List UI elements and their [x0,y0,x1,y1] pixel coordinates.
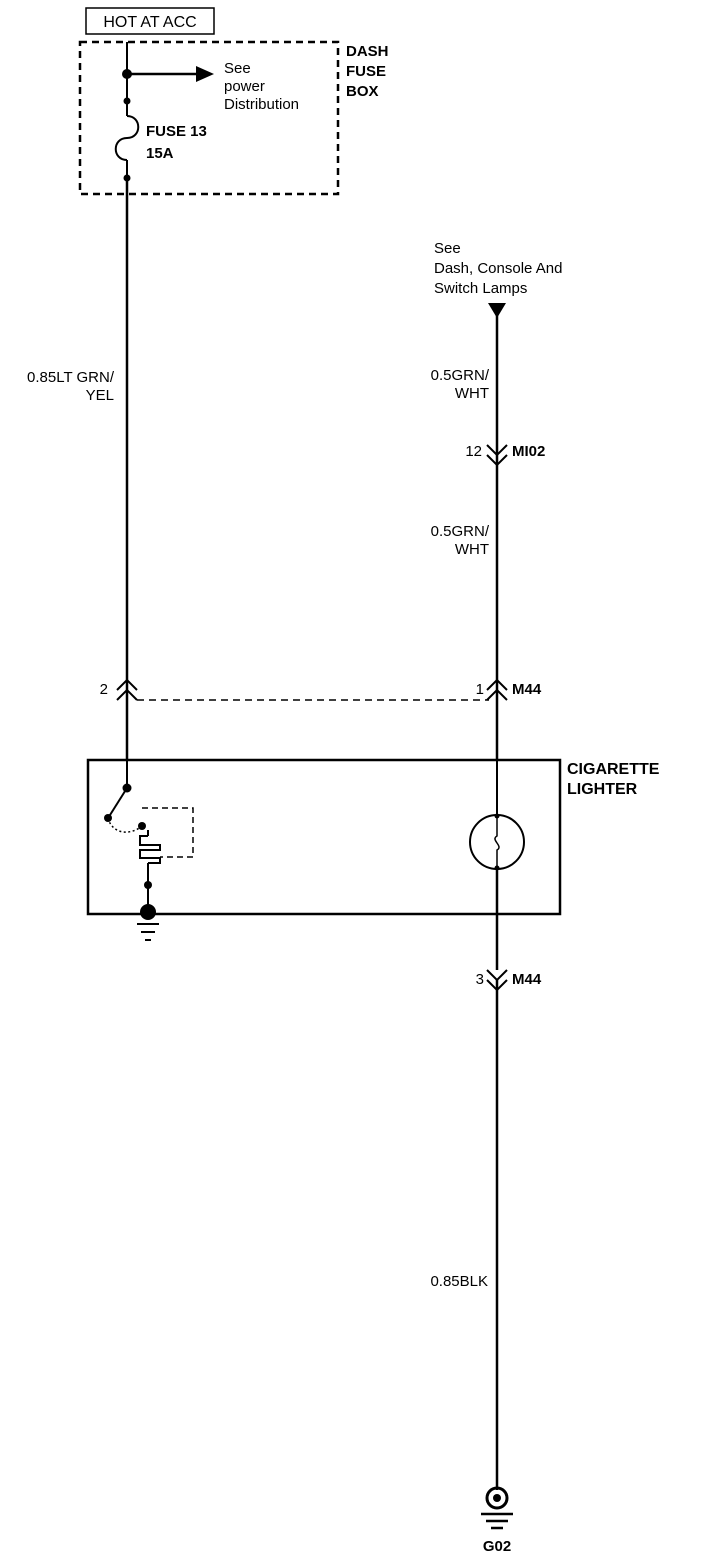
m44-pin-bottom: 3 [476,971,484,988]
lamp-wire-lower-2: WHT [455,541,489,558]
component-label-1: CIGARETTE [567,761,660,778]
fuse-box-label-3: BOX [346,83,379,100]
fuse-13-icon [114,115,140,161]
ground-wire-label: 0.85BLK [430,1273,488,1290]
hot-at-acc-label: HOT AT ACC [103,14,196,31]
connector-m44-pin3-icon [486,969,508,982]
component-label-2: LIGHTER [567,781,638,798]
lamp-wire-upper-2: WHT [455,385,489,402]
thermal-link-dashed [142,807,194,858]
fuse-box-label-2: FUSE [346,63,386,80]
lighter-switch-icon [109,787,128,816]
case-ground-dot [140,904,156,920]
m44-label-top: M44 [512,681,542,698]
fuse-rating: 15A [146,145,174,162]
m44-pin-right: 1 [476,681,484,698]
fuse-label: FUSE 13 [146,123,207,140]
left-wire-label-2: YEL [86,387,114,404]
element-terminal [138,822,146,830]
g02-ground-ring [485,1486,509,1510]
see-power-2: power [224,78,265,95]
lamp-wire-upper-1: 0.5GRN/ [431,367,490,384]
power-distribution-arrow-icon [196,66,214,82]
lamp-ref-3: Switch Lamps [434,280,527,297]
cigarette-lighter-box [86,758,562,916]
fuse-box-label-1: DASH [346,43,389,60]
m44-pin-left: 2 [100,681,108,698]
m44-label-bottom: M44 [512,971,542,988]
lamp-wire-lower-1: 0.5GRN/ [431,523,490,540]
lamp-ref-2: Dash, Console And [434,260,562,277]
lamp-filament-icon [494,816,500,868]
see-power-1: See [224,60,251,77]
connector-mi02-icon [486,444,508,457]
fuse-terminal-top [123,97,131,105]
see-power-3: Distribution [224,96,299,113]
ground-label: G02 [483,1538,511,1555]
left-wire-label-1: 0.85LT GRN/ [27,369,115,386]
lamp-ref-1: See [434,240,461,257]
dash-fuse-box-outline [78,40,340,196]
connector-m44-pin2-icon [116,678,138,691]
heating-element-icon [139,835,161,864]
hot-at-acc-box [85,7,215,35]
mi02-pin: 12 [465,443,482,460]
mi02-label: MI02 [512,443,545,460]
